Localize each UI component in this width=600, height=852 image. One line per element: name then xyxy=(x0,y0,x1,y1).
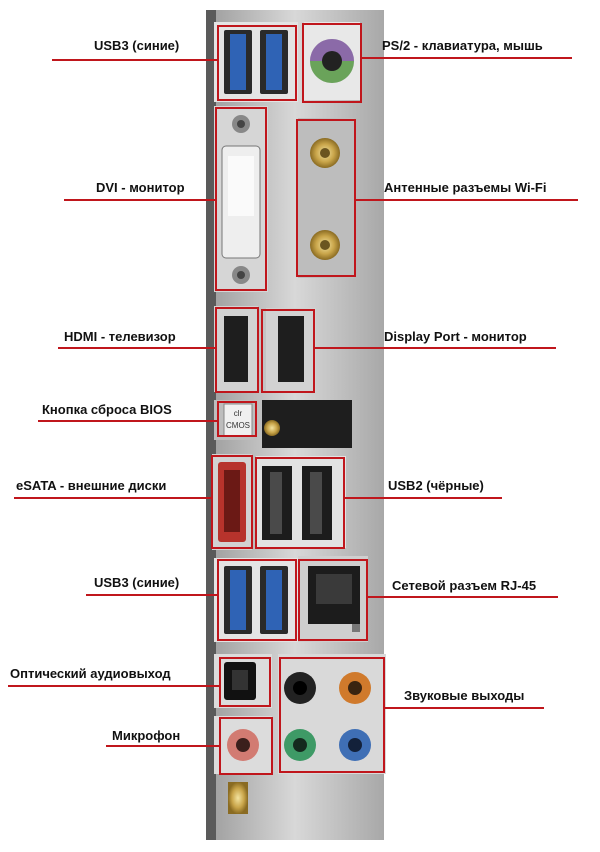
highlight-rj45 xyxy=(298,559,368,641)
label-usb3-top: USB3 (синие) xyxy=(94,38,180,53)
highlight-boxes xyxy=(211,23,385,775)
usb3-bottom-ports xyxy=(214,558,298,642)
label-audio: Звуковые выходы xyxy=(404,688,525,703)
esata-port xyxy=(212,454,252,550)
screw-icon xyxy=(228,782,248,814)
clr-cmos-label-line2: CMOS xyxy=(226,421,250,430)
clear-cmos-button xyxy=(214,400,256,440)
wifi-antenna-ports xyxy=(298,118,354,278)
highlight-ps2 xyxy=(302,23,362,103)
label-usb3-bottom: USB3 (синие) xyxy=(94,575,180,590)
microphone-jack xyxy=(214,716,272,774)
highlight-hdmi xyxy=(215,307,259,393)
label-ps2: PS/2 - клавиатура, мышь xyxy=(382,38,543,53)
label-dvi: DVI - монитор xyxy=(96,180,185,195)
usb2-ports xyxy=(256,456,346,548)
highlight-usb2 xyxy=(255,457,345,549)
label-displayport: Display Port - монитор xyxy=(384,329,527,344)
dvi-port xyxy=(214,106,268,292)
highlight-audio xyxy=(279,657,385,773)
highlight-esata xyxy=(211,455,253,549)
clr-cmos-label-line1: clr xyxy=(234,409,243,418)
label-esata: eSATA - внешние диски xyxy=(16,478,167,493)
leader-lines xyxy=(8,57,578,747)
ps2-port xyxy=(304,22,360,100)
highlight-optical xyxy=(219,657,271,707)
usb3-top-ports xyxy=(214,22,298,102)
highlight-wifi xyxy=(296,119,356,277)
rj45-port xyxy=(298,556,368,642)
label-optical: Оптический аудиовыход xyxy=(10,666,171,681)
highlight-bios xyxy=(217,401,257,437)
label-wifi: Антенные разъемы Wi-Fi xyxy=(384,180,547,195)
screw-icon xyxy=(264,420,280,436)
label-hdmi: HDMI - телевизор xyxy=(64,329,176,344)
label-mic: Микрофон xyxy=(112,728,181,743)
label-usb2: USB2 (чёрные) xyxy=(388,478,484,493)
io-backplate-edge xyxy=(206,10,216,840)
hdmi-port xyxy=(214,306,258,392)
highlight-usb3-bottom xyxy=(217,559,297,641)
highlight-usb3-top xyxy=(217,25,297,101)
displayport-port xyxy=(266,308,316,392)
highlight-displayport xyxy=(261,309,315,393)
audio-jacks xyxy=(278,654,386,774)
label-bios: Кнопка сброса BIOS xyxy=(42,402,172,417)
optical-audio-port xyxy=(214,654,272,708)
label-rj45: Сетевой разъем RJ-45 xyxy=(392,578,537,593)
